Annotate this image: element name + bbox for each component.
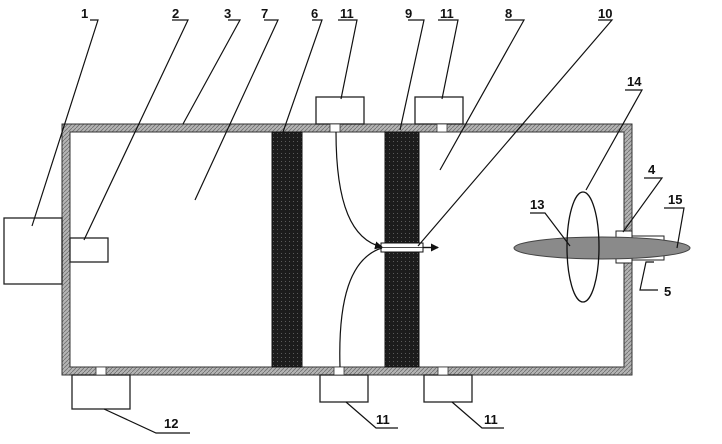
bottom-box-11-left [319,374,369,403]
label-6: 6 [311,6,318,21]
ellipse-13-15 [513,236,691,260]
label-11-bottom-left: 11 [376,412,390,427]
top-port-left [329,123,341,133]
label-9: 9 [405,6,412,21]
field-curve-top [335,131,383,250]
filter-panel-6 [271,131,303,368]
label-5: 5 [664,284,671,299]
nozzle-2 [69,237,109,263]
top-box-11-left [315,96,365,125]
top-box-11-right [414,96,464,125]
label-15: 15 [668,192,682,207]
bottom-port-right [437,366,449,376]
label-7: 7 [261,6,268,21]
label-2: 2 [172,6,179,21]
field-curve-bottom [339,247,383,368]
label-14: 14 [627,74,642,89]
bottom-box-11-right [423,374,473,403]
label-8: 8 [505,6,512,21]
label-11-top-left: 11 [340,6,354,21]
label-1: 1 [81,6,88,21]
leader-lines [31,19,685,434]
top-port-right [436,123,448,133]
bottom-port-12 [95,366,107,376]
labels: 1 2 3 7 6 11 9 11 8 10 14 4 13 15 5 12 1… [81,6,682,431]
component-1-box [3,217,63,285]
label-12: 12 [164,416,178,431]
label-4: 4 [648,162,656,177]
label-11-bottom-right: 11 [484,412,498,427]
rotation-loop-14 [566,191,600,303]
label-13: 13 [530,197,544,212]
bottom-box-12 [71,374,131,410]
label-3: 3 [224,6,231,21]
label-10: 10 [598,6,612,21]
label-11-top-right: 11 [440,6,454,21]
bottom-port-left [333,366,345,376]
